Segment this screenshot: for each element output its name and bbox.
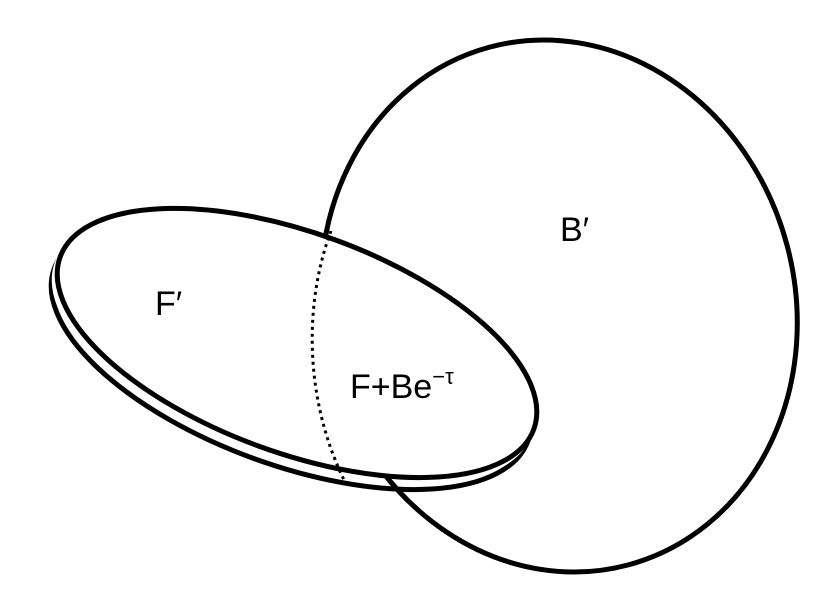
label-overlap: F+Be−τ <box>350 364 454 406</box>
b-ellipse-hidden-edge <box>310 230 346 481</box>
f-ellipse <box>54 205 540 481</box>
label-overlap-exponent: −τ <box>432 364 454 389</box>
label-f-prime: F′ <box>155 285 182 323</box>
label-overlap-main: F+Be <box>350 368 432 406</box>
label-b-prime: B′ <box>560 211 589 249</box>
